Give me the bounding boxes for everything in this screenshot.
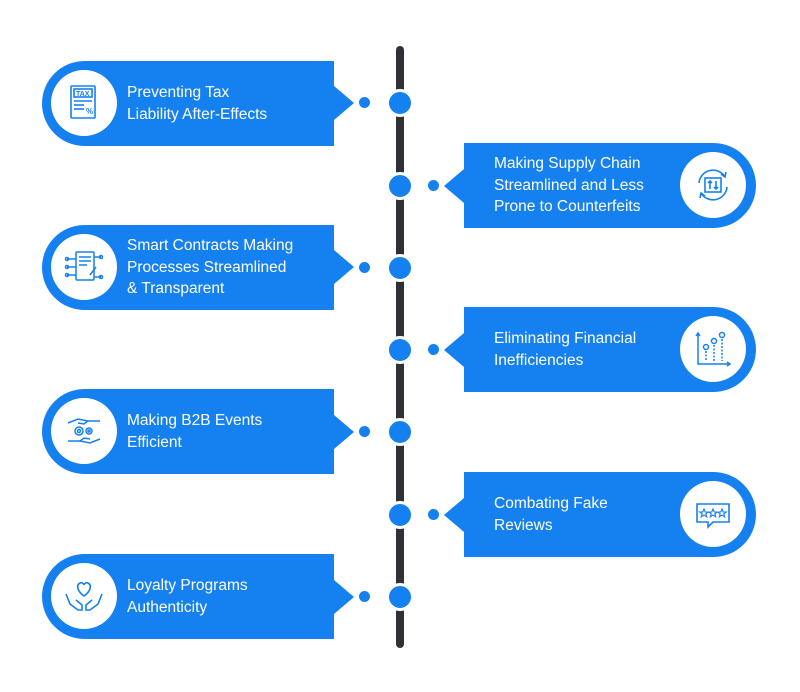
timeline-item-smart-contracts: Smart Contracts Making Processes Streaml…	[42, 225, 334, 310]
timeline-item-label: Smart Contracts Making Processes Streaml…	[127, 237, 294, 298]
heart-hands-icon	[51, 563, 117, 629]
timeline-item-label: Combating Fake Reviews	[494, 495, 608, 534]
pointer-arrow	[444, 498, 464, 532]
timeline-node	[386, 89, 414, 117]
review-stars-icon	[680, 481, 746, 547]
timeline-item-supply-chain: Making Supply Chain Streamlined and Less…	[464, 143, 756, 228]
timeline-item-label: Making B2B Events Efficient	[127, 412, 263, 451]
timeline-item-fake-reviews: Combating Fake Reviews	[464, 472, 756, 557]
pointer-arrow	[444, 169, 464, 203]
timeline-node	[386, 418, 414, 446]
connector-dot	[359, 97, 370, 108]
connector-dot	[428, 344, 439, 355]
pointer-arrow	[334, 86, 354, 120]
pointer-arrow	[334, 250, 354, 284]
timeline-item-label: Eliminating Financial Inefficiencies	[494, 330, 637, 369]
timeline-item-label: Preventing Tax Liability After-Effects	[127, 84, 268, 123]
tax-document-icon: TAX %	[51, 70, 117, 136]
svg-text:TAX: TAX	[76, 91, 90, 98]
timeline-item-b2b-events: Making B2B Events Efficient	[42, 389, 334, 474]
timeline-node	[386, 254, 414, 282]
timeline-item-loyalty: Loyalty Programs Authenticity	[42, 554, 334, 639]
timeline-node	[386, 172, 414, 200]
timeline-item-tax: TAX % Preventing Tax Liability After-Eff…	[42, 61, 334, 146]
connector-dot	[428, 509, 439, 520]
pointer-arrow	[444, 333, 464, 367]
timeline-node	[386, 501, 414, 529]
timeline-item-label: Loyalty Programs Authenticity	[127, 577, 248, 616]
smart-contract-icon	[51, 234, 117, 300]
connector-dot	[359, 591, 370, 602]
finance-chart-icon	[680, 316, 746, 382]
connector-dot	[359, 262, 370, 273]
sync-exchange-icon	[680, 152, 746, 218]
pointer-arrow	[334, 580, 354, 614]
timeline-item-label: Making Supply Chain Streamlined and Less…	[494, 155, 644, 216]
timeline-node	[386, 336, 414, 364]
handshake-gears-icon	[51, 398, 117, 464]
pointer-arrow	[334, 415, 354, 449]
connector-dot	[428, 180, 439, 191]
timeline-item-financial: Eliminating Financial Inefficiencies	[464, 307, 756, 392]
svg-text:%: %	[86, 107, 93, 116]
timeline-node	[386, 583, 414, 611]
connector-dot	[359, 426, 370, 437]
